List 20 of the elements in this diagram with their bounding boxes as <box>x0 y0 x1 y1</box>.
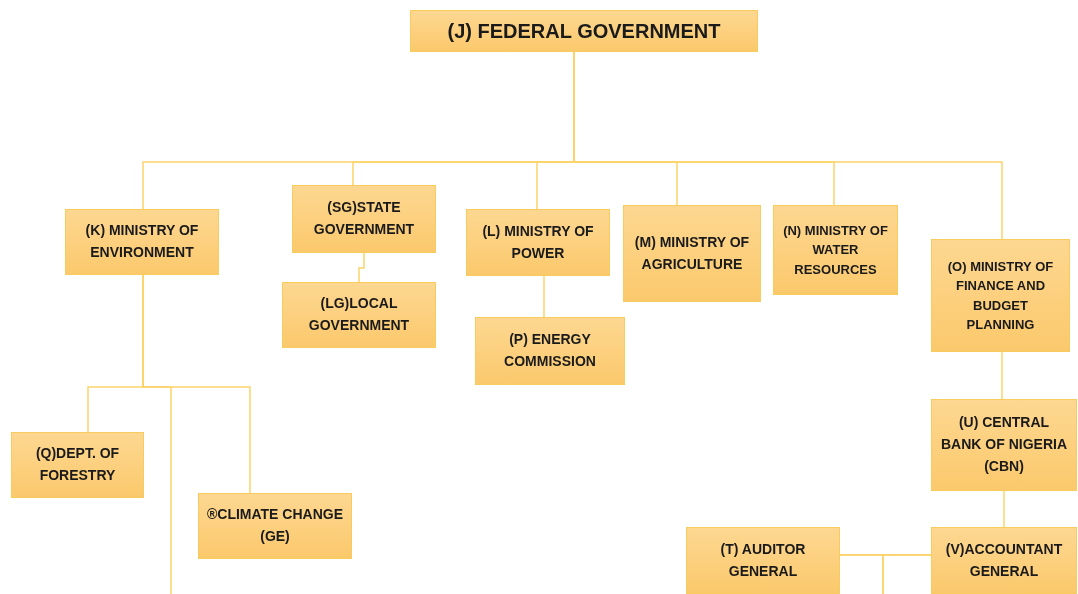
org-box: (N) MINISTRY OF WATER RESOURCES <box>773 205 898 295</box>
connector-line <box>142 274 172 594</box>
org-box: ®CLIMATE CHANGE (GE) <box>198 493 352 559</box>
org-box: (U) CENTRAL BANK OF NIGERIA (CBN) <box>931 399 1077 491</box>
org-box: (O) MINISTRY OF FINANCE AND BUDGET PLANNING <box>931 239 1070 352</box>
connector-line <box>1003 490 1005 528</box>
org-box: (L) MINISTRY OF POWER <box>466 209 610 276</box>
org-box: (P) ENERGY COMMISSION <box>475 317 625 385</box>
org-box: (K) MINISTRY OF ENVIRONMENT <box>65 209 219 275</box>
org-box: (J) FEDERAL GOVERNMENT <box>410 10 758 52</box>
org-box: (T) AUDITOR GENERAL <box>686 527 840 594</box>
connector-line <box>543 275 545 318</box>
connector-line <box>882 554 932 594</box>
org-box: (M) MINISTRY OF AGRICULTURE <box>623 205 761 302</box>
connector-line <box>1001 351 1003 400</box>
org-box: (SG)STATE GOVERNMENT <box>292 185 436 253</box>
connector-line <box>358 252 365 283</box>
org-box: (Q)DEPT. OF FORESTRY <box>11 432 144 498</box>
org-box: (LG)LOCAL GOVERNMENT <box>282 282 436 348</box>
org-box: (V)ACCOUNTANT GENERAL <box>931 527 1077 594</box>
